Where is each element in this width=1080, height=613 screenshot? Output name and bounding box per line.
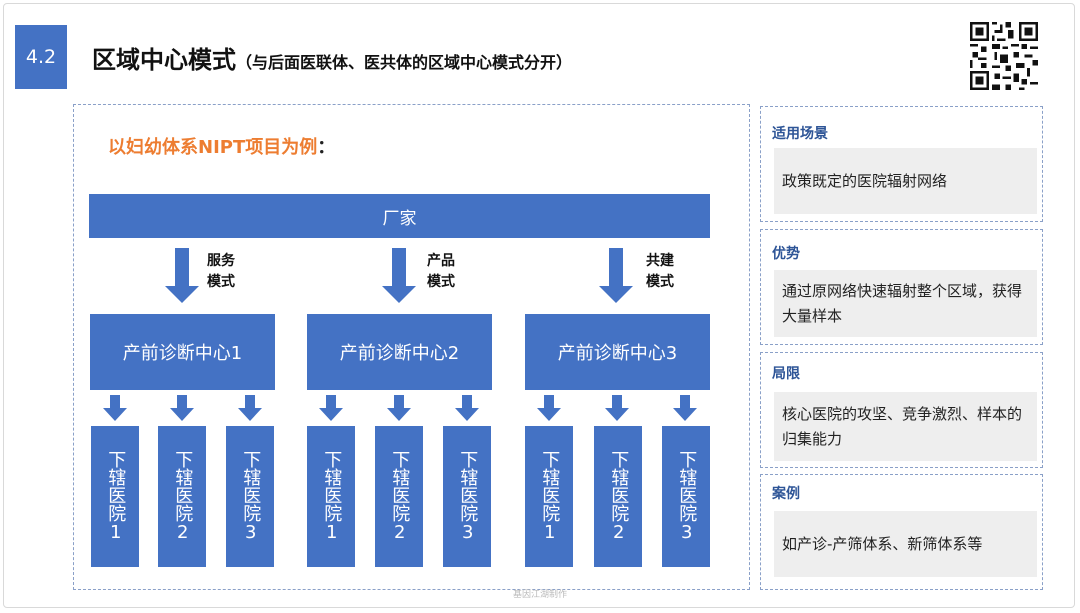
branch-arrow — [605, 395, 629, 421]
center-node-3: 产前诊断中心3 — [525, 314, 710, 390]
branch-arrow — [537, 395, 561, 421]
page-title: 区域中心模式（与后面医联体、医共体的区域中心模式分开） — [92, 40, 572, 75]
sidebar-box-limitation — [760, 352, 1043, 468]
sidebar-heading-case: 案例 — [772, 486, 800, 502]
slide-frame — [3, 3, 1075, 608]
mode-label-line: 服务 — [207, 253, 235, 269]
mode-arrow-1 — [165, 248, 199, 303]
title-main: 区域中心模式 — [92, 46, 236, 74]
section-number: 4.2 — [15, 25, 67, 89]
title-subtitle: （与后面医联体、医共体的区域中心模式分开） — [236, 53, 573, 72]
example-colon: ： — [317, 137, 336, 158]
mode-arrow-2 — [382, 248, 416, 303]
branch-arrow — [319, 395, 343, 421]
hospital-node: 下辖医院3 — [662, 426, 710, 567]
mode-label-line: 模式 — [207, 274, 235, 290]
factory-node: 厂家 — [89, 194, 710, 238]
hospital-node: 下辖医院2 — [594, 426, 642, 567]
hospital-node: 下辖医院3 — [226, 426, 274, 567]
example-text: 以妇幼体系NIPT项目为例 — [108, 137, 318, 158]
mode-label-line: 共建 — [646, 253, 674, 269]
branch-arrow — [103, 395, 127, 421]
sidebar-box-case — [760, 474, 1043, 590]
sidebar-box-scenario — [760, 106, 1043, 222]
hospital-node: 下辖医院1 — [307, 426, 355, 567]
branch-arrow — [673, 395, 697, 421]
branch-arrow — [387, 395, 411, 421]
hospital-node: 下辖医院2 — [158, 426, 206, 567]
footer-credit: 基因江湖制作 — [512, 590, 567, 600]
mode-label-line: 产品 — [427, 253, 455, 269]
hospital-node: 下辖医院1 — [91, 426, 139, 567]
qr-code-icon — [970, 22, 1038, 90]
sidebar-content-scenario: 政策既定的医院辐射网络 — [774, 148, 1037, 214]
branch-arrow — [238, 395, 262, 421]
sidebar-heading-limitation: 局限 — [772, 366, 800, 382]
mode-label-service: 服务模式 — [207, 251, 235, 293]
example-label: 以妇幼体系NIPT项目为例： — [108, 133, 335, 159]
sidebar-heading-advantage: 优势 — [772, 246, 800, 262]
mode-label-joint: 共建模式 — [646, 251, 674, 293]
diagram-panel — [73, 104, 750, 590]
hospital-node: 下辖医院1 — [525, 426, 573, 567]
sidebar-content-advantage: 通过原网络快速辐射整个区域，获得大量样本 — [774, 270, 1037, 337]
sidebar-heading-scenario: 适用场景 — [772, 126, 828, 142]
center-node-1: 产前诊断中心1 — [90, 314, 275, 390]
sidebar-content-limitation: 核心医院的攻坚、竞争激烈、样本的归集能力 — [774, 392, 1037, 461]
sidebar-box-advantage — [760, 229, 1043, 345]
hospital-node: 下辖医院2 — [375, 426, 423, 567]
sidebar-content-case: 如产诊-产筛体系、新筛体系等 — [774, 511, 1037, 577]
branch-arrow — [170, 395, 194, 421]
mode-label-line: 模式 — [427, 274, 455, 290]
mode-label-line: 模式 — [646, 274, 674, 290]
branch-arrow — [455, 395, 479, 421]
center-node-2: 产前诊断中心2 — [307, 314, 492, 390]
mode-arrow-3 — [599, 248, 633, 303]
mode-label-product: 产品模式 — [427, 251, 455, 293]
hospital-node: 下辖医院3 — [443, 426, 491, 567]
